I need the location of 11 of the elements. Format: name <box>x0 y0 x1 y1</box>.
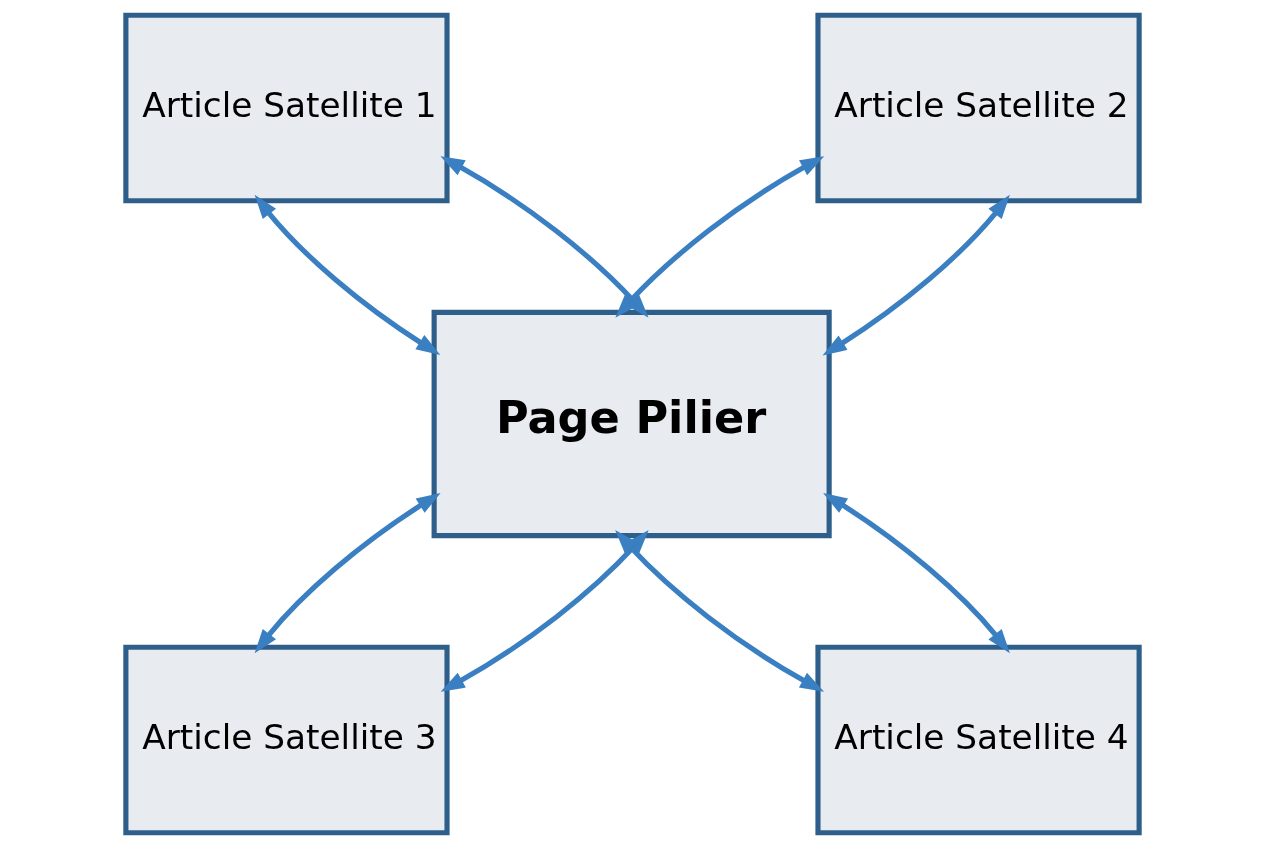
arrow <box>822 492 1010 654</box>
arrow <box>614 530 824 692</box>
arrow <box>254 194 440 355</box>
arrow <box>822 194 1010 356</box>
node-box: Article Satellite 4 <box>814 644 1142 836</box>
arrow <box>440 530 649 692</box>
arrow <box>254 492 441 654</box>
node-box: Article Satellite 2 <box>814 12 1142 204</box>
node-box: Article Satellite 3 <box>122 644 450 836</box>
node-box: Article Satellite 1 <box>122 12 450 204</box>
node-box: Page Pilier <box>431 309 832 539</box>
